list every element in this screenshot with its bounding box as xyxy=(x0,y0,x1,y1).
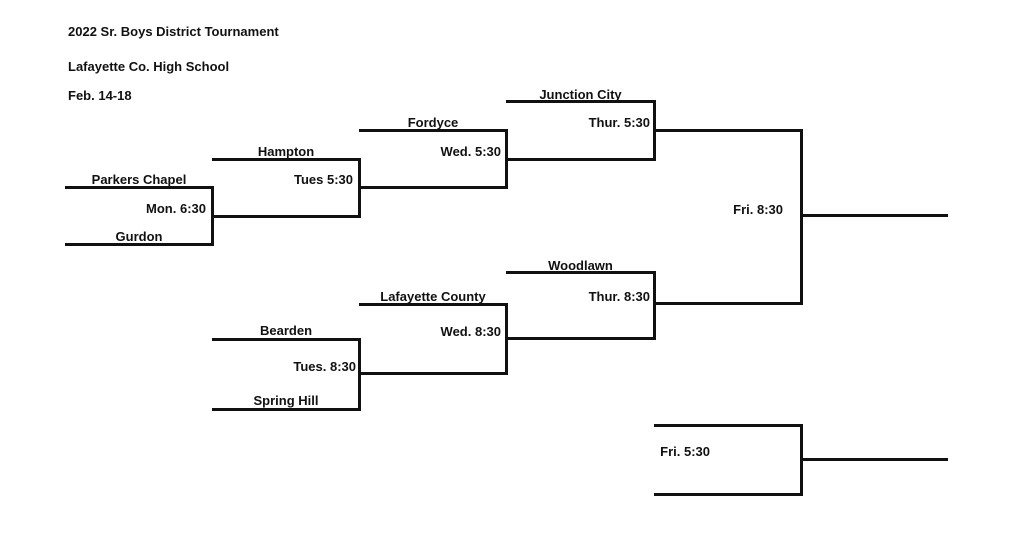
bracket-line-r2t-top xyxy=(212,158,360,161)
game-time-r3-top: Wed. 5:30 xyxy=(440,144,501,159)
team-r3b-top: Lafayette County xyxy=(380,289,486,304)
bracket-line-r4b-bottom xyxy=(506,337,655,340)
game-time-final: Fri. 8:30 xyxy=(733,202,783,217)
bracket-line-consolation-top xyxy=(654,424,802,427)
bracket-line-r1-bottom xyxy=(65,243,213,246)
bracket-line-final-bottom xyxy=(654,302,802,305)
team-r2b-top: Bearden xyxy=(259,323,313,338)
bracket-line-r3t-bottom xyxy=(359,186,507,189)
game-time-r4-top: Thur. 5:30 xyxy=(588,115,650,130)
tournament-title: 2022 Sr. Boys District Tournament xyxy=(68,24,279,39)
game-time-r3-bottom: Wed. 8:30 xyxy=(440,324,501,339)
team-r4-top: Junction City xyxy=(539,87,622,102)
bracket-line-r4t-top xyxy=(506,100,655,103)
team-r1-bottom: Gurdon xyxy=(115,229,163,244)
tournament-location: Lafayette Co. High School xyxy=(68,59,230,74)
game-time-consolation: Fri. 5:30 xyxy=(660,444,710,459)
bracket-line-r3b-bottom xyxy=(359,372,507,375)
team-r2b-bottom: Spring Hill xyxy=(253,393,319,408)
team-r2-top: Hampton xyxy=(257,144,315,159)
bracket-line-r1-top xyxy=(65,186,213,189)
bracket-line-r4b-top xyxy=(506,271,655,274)
game-time-r4-bottom: Thur. 8:30 xyxy=(588,289,650,304)
bracket-connector-final xyxy=(800,129,803,305)
bracket-line-final-top xyxy=(654,129,802,132)
game-time-r2-top: Tues 5:30 xyxy=(293,172,353,187)
bracket-line-r4t-bottom xyxy=(506,158,655,161)
game-time-r1: Mon. 6:30 xyxy=(146,201,206,216)
bracket-line-r2b-bottom xyxy=(212,408,360,411)
bracket-connector-r4b xyxy=(653,271,656,340)
bracket-line-consolation-bottom xyxy=(654,493,802,496)
game-time-r2-bottom: Tues. 8:30 xyxy=(293,359,356,374)
bracket-line-consolation-winner xyxy=(801,458,948,461)
bracket-line-r2t-bottom xyxy=(212,215,360,218)
bracket-line-champion xyxy=(801,214,948,217)
team-r3-top: Fordyce xyxy=(407,115,459,130)
bracket-line-r3t-top xyxy=(359,129,507,132)
team-r1-top: Parkers Chapel xyxy=(91,172,187,187)
tournament-dates: Feb. 14-18 xyxy=(68,88,132,103)
bracket-line-r3b-top xyxy=(359,303,507,306)
bracket-line-r2b-top xyxy=(212,338,360,341)
team-r4b-top: Woodlawn xyxy=(548,258,613,273)
